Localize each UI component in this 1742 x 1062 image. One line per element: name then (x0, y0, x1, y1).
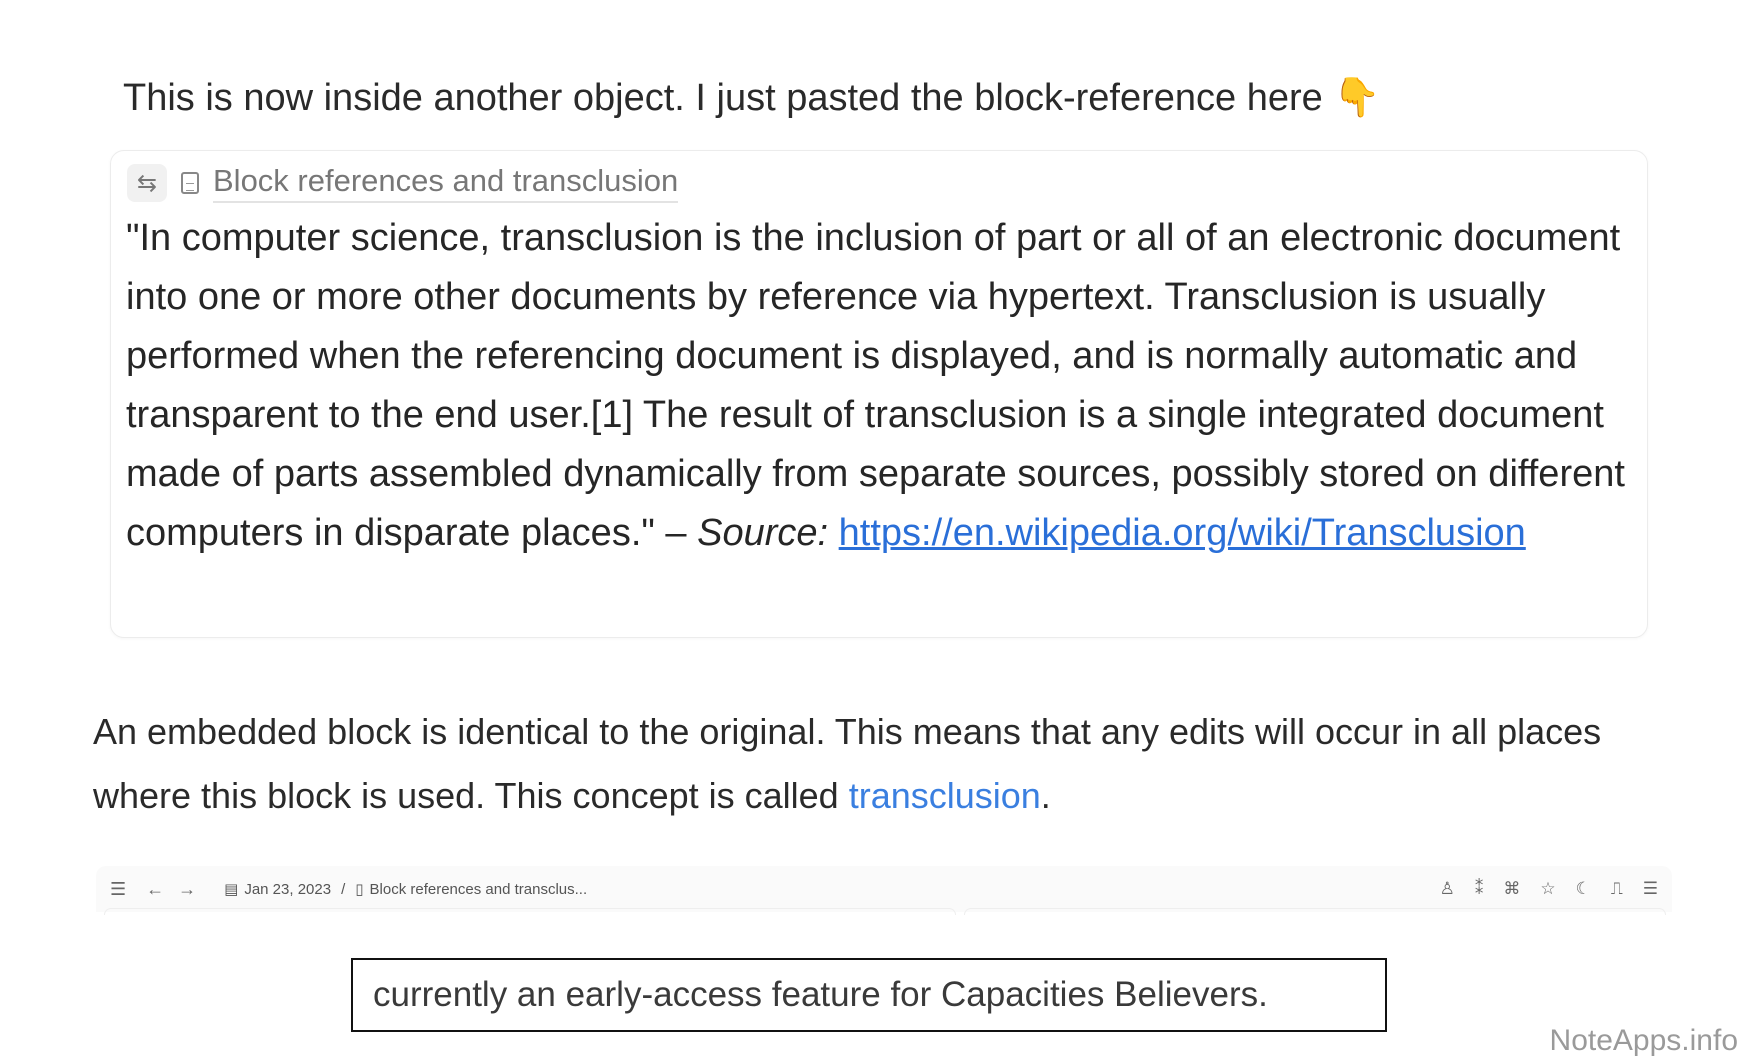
intro-label: This is now inside another object. I jus… (123, 77, 1323, 119)
calendar-icon: ▤ (224, 881, 239, 898)
paragraph-text: An embedded block is identical to the or… (93, 711, 1602, 816)
paragraph-end: . (1040, 775, 1051, 816)
sparkle-icon[interactable]: ⁑ (1474, 879, 1484, 898)
moon-icon[interactable]: ☾ (1575, 879, 1591, 898)
back-arrow-icon[interactable]: ← (146, 878, 165, 899)
description-paragraph: An embedded block is identical to the or… (93, 700, 1673, 828)
book-icon[interactable]: ⎍ (1610, 879, 1623, 898)
breadcrumb-separator: / (341, 880, 346, 898)
pin-icon[interactable]: ☆ (1540, 879, 1556, 898)
document-icon: ▯ (355, 881, 364, 898)
source-link[interactable]: https://en.wikipedia.org/wiki/Transclusi… (838, 512, 1526, 554)
embed-quote: "In computer science, transclusion is th… (126, 209, 1636, 563)
panes (104, 908, 1666, 915)
quote-text: "In computer science, transclusion is th… (126, 217, 1625, 554)
toolbar-actions: ♙ ⁑ ⌘ ☆ ☾ ⎍ ☰ (1440, 879, 1658, 899)
right-pane (964, 908, 1666, 915)
embed-header: ⇆ Block references and transclusion (127, 163, 679, 203)
embed-source-title[interactable]: Block references and transclusion (213, 163, 679, 203)
app-toolbar: ☰ ← → ▤ Jan 23, 2023 / ▯ Block reference… (96, 866, 1672, 912)
breadcrumb-page[interactable]: Block references and transclus... (369, 880, 588, 898)
intro-text: This is now inside another object. I jus… (123, 76, 1381, 120)
document-icon (181, 172, 199, 194)
menu-icon[interactable]: ☰ (110, 878, 127, 899)
watermark: NoteApps.info (1549, 1024, 1738, 1057)
believer-icon[interactable]: ♙ (1439, 879, 1455, 898)
forward-arrow-icon[interactable]: → (178, 878, 197, 899)
left-pane (104, 908, 956, 915)
swap-icon[interactable]: ⇆ (127, 164, 167, 202)
breadcrumb: ▤ Jan 23, 2023 / ▯ Block references and … (224, 880, 588, 899)
transclusion-link[interactable]: transclusion (848, 775, 1041, 816)
command-icon[interactable]: ⌘ (1503, 879, 1521, 898)
breadcrumb-date[interactable]: Jan 23, 2023 (244, 880, 332, 898)
caption-box: currently an early-access feature for Ca… (351, 958, 1387, 1032)
pointing-down-emoji: 👇 (1333, 77, 1381, 119)
source-label: Source: (697, 512, 829, 554)
embedded-block[interactable]: ⇆ Block references and transclusion "In … (110, 150, 1648, 638)
menu-icon[interactable]: ☰ (1642, 879, 1658, 898)
